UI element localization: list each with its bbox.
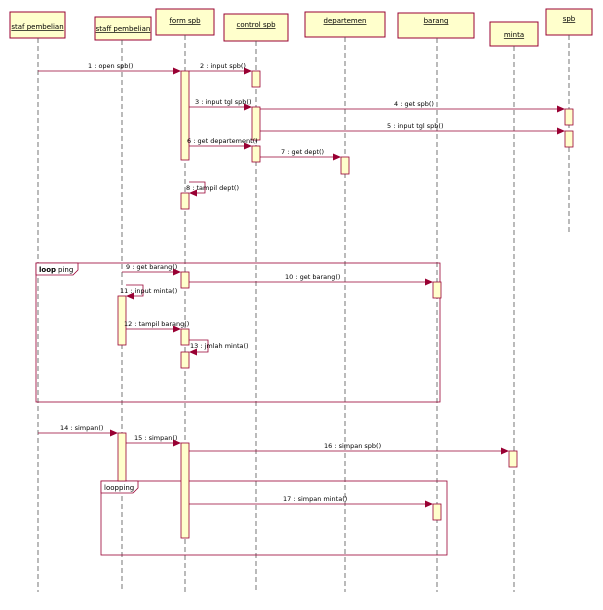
message-label: 12 : tampil barang() [124,320,189,328]
message-line [189,339,209,353]
message-label: 15 : simpan() [134,434,177,442]
arrow-head-icon [557,105,565,113]
activation-spb [564,108,574,126]
activation-barang [432,503,442,521]
participant-spb: spb [545,8,593,232]
arrow-head-icon [189,348,197,356]
message-label: 9 : get barang() [126,263,177,271]
participant-barang: barang [397,12,475,592]
arrow-head-icon [501,447,509,455]
arrow-head-icon [173,268,181,276]
message-3: 3 : input tgl spb() [189,98,252,111]
message-label: 10 : get barang() [285,273,340,281]
message-10: 10 : get barang() [189,273,433,286]
activation-form-spb [180,351,190,369]
participant-label: departemen [324,17,367,25]
activation-form-spb [180,271,190,289]
message-12: 12 : tampil barang() [124,320,189,333]
message-2: 2 : input spb() [189,62,252,75]
participant-label: spb [563,15,576,23]
message-label: 1 : open spb() [88,62,133,70]
frame-border [35,262,441,403]
message-16: 16 : simpan spb() [189,442,509,455]
message-label: 3 : input tgl spb() [195,98,252,106]
arrow-head-icon [244,67,252,75]
arrow-head-icon [425,500,433,508]
message-9: 9 : get barang() [122,263,181,276]
activation-form-spb [180,328,190,346]
activation-control-spb [251,70,261,88]
message-label: 7 : get dept() [281,148,324,156]
arrow-head-icon [110,429,118,437]
arrow-head-icon [557,127,565,135]
message-8: 8 : tampil dept() [186,181,239,197]
message-7: 7 : get dept() [260,148,341,161]
participant-box [223,13,289,42]
activation-spb [564,130,574,148]
message-label: 8 : tampil dept() [186,184,239,192]
message-label: 5 : input tgl spb() [387,122,444,130]
arrow-head-icon [126,292,134,300]
message-5: 5 : input tgl spb() [260,122,565,135]
participant-label: staff pembelian [96,25,151,33]
activation-form-spb [180,442,190,539]
loop-frame-2: loopping [100,480,448,556]
activation-control-spb [251,106,261,141]
message-label: 6 : get departement() [187,137,258,145]
participant-box [94,16,152,41]
participant-box [9,11,66,39]
message-14: 14 : simpan() [38,424,118,437]
message-11: 11 : input minta() [120,284,177,300]
frame-tab [35,262,79,276]
message-line [126,284,144,297]
message-label: 14 : simpan() [60,424,103,432]
activation-control-spb [251,145,261,163]
arrow-head-icon [173,325,181,333]
activation-form-spb [180,192,190,210]
message-label: 4 : get spb() [394,100,434,108]
arrow-head-icon [189,189,197,197]
activation-minta [508,450,518,468]
frame-header: loopping [104,484,134,492]
participant-box [489,21,539,47]
participant-departemen: departemen [304,11,386,592]
participant-label: control spb [236,21,276,29]
participant-label: minta [504,31,524,39]
participant-label: form spb [169,17,201,25]
arrow-head-icon [244,142,252,150]
arrow-head-icon [173,67,181,75]
message-15: 15 : simpan() [126,434,181,447]
activation-form-spb [180,70,190,161]
participant-box [545,8,593,36]
activation-departemen [340,156,350,175]
message-13: 13 : jmlah minta() [189,339,249,356]
message-label: 13 : jmlah minta() [190,342,249,350]
activation-barang [432,281,442,299]
message-line [189,181,206,194]
message-label: 17 : simpan minta() [283,495,347,503]
participant-box [397,12,475,39]
arrow-head-icon [173,439,181,447]
participant-staf-pembelian: staf pembelian [9,11,66,592]
message-17: 17 : simpan minta() [189,495,433,508]
message-4: 4 : get spb() [260,100,565,113]
frame-tab [100,480,139,494]
message-label: 2 : input spb() [200,62,246,70]
arrow-head-icon [333,153,341,161]
arrow-head-icon [425,278,433,286]
message-1: 1 : open spb() [38,62,181,75]
participant-minta: minta [489,21,539,592]
activation-staff-pembelian [117,295,127,346]
participant-label: barang [424,17,449,25]
frame-border [100,480,448,556]
message-6: 6 : get departement() [187,137,258,150]
message-label: 16 : simpan spb() [324,442,381,450]
participant-label: staf pembelian [11,23,63,31]
activation-staff-pembelian [117,432,127,482]
message-label: 11 : input minta() [120,287,177,295]
arrow-head-icon [244,103,252,111]
